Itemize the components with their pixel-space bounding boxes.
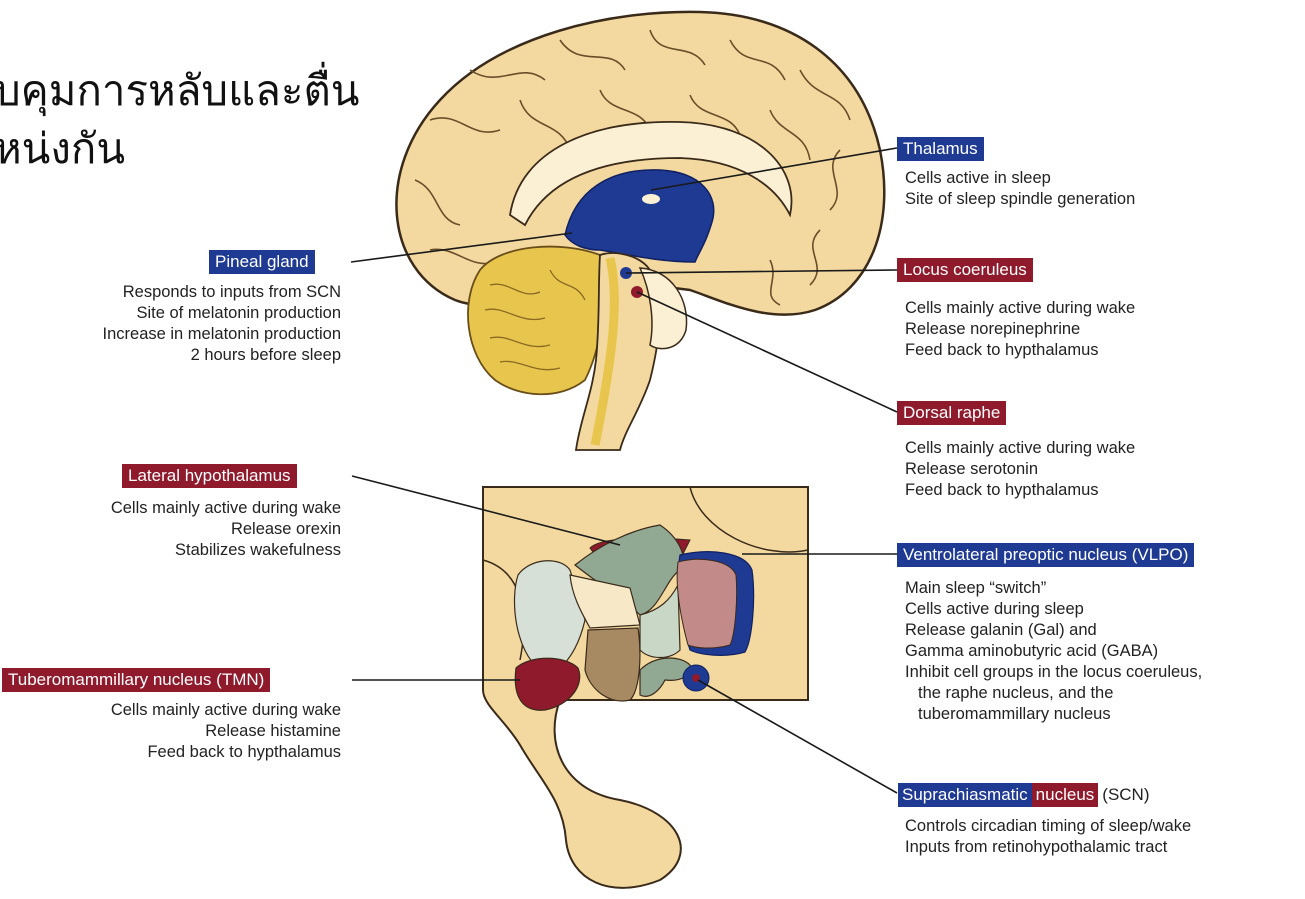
- tmn-line-1: Cells mainly active during wake: [111, 700, 341, 721]
- heading-line-2: หน่งกัน: [0, 120, 359, 178]
- locus-coeruleus-label: Locus coeruleus: [897, 258, 1033, 282]
- tmn-line-3: Feed back to hypthalamus: [111, 742, 341, 763]
- tmn-label: Tuberomammillary nucleus (TMN): [2, 668, 270, 692]
- dorsal-line-2: Release serotonin: [905, 459, 1135, 480]
- vlpo-description: Main sleep “switch” Cells active during …: [905, 578, 1202, 725]
- scn-line-1: Controls circadian timing of sleep/wake: [905, 816, 1191, 837]
- vlpo-line-5: Inhibit cell groups in the locus coerule…: [905, 662, 1202, 683]
- vlpo-label: Ventrolateral preoptic nucleus (VLPO): [897, 543, 1194, 567]
- scn-label: Suprachiasmaticnucleus(SCN): [898, 783, 1154, 807]
- thalamus-description: Cells active in sleep Site of sleep spin…: [905, 168, 1135, 210]
- locus-coeruleus-description: Cells mainly active during wake Release …: [905, 298, 1135, 361]
- vlpo-line-2: Cells active during sleep: [905, 599, 1202, 620]
- pineal-gland-label: Pineal gland: [209, 250, 315, 274]
- locus-line-1: Cells mainly active during wake: [905, 298, 1135, 319]
- dorsal-line-3: Feed back to hypthalamus: [905, 480, 1135, 501]
- lateral-hypothalamus-description: Cells mainly active during wake Release …: [111, 498, 341, 561]
- vlpo-inner: [677, 559, 737, 648]
- lateral-line-1: Cells mainly active during wake: [111, 498, 341, 519]
- cerebellum: [468, 247, 604, 395]
- tmn-description: Cells mainly active during wake Release …: [111, 700, 341, 763]
- hypothalamus-section: [483, 487, 808, 888]
- scn-line-2: Inputs from retinohypothalamic tract: [905, 837, 1191, 858]
- scn-description: Controls circadian timing of sleep/wake …: [905, 816, 1191, 858]
- scn-label-part-1: Suprachiasmatic: [898, 783, 1032, 807]
- dorsal-raphe-label: Dorsal raphe: [897, 401, 1006, 425]
- dorsal-raphe-description: Cells mainly active during wake Release …: [905, 438, 1135, 501]
- locus-line-2: Release norepinephrine: [905, 319, 1135, 340]
- dorsal-line-1: Cells mainly active during wake: [905, 438, 1135, 459]
- pineal-gland-description: Responds to inputs from SCN Site of mela…: [103, 282, 341, 366]
- tmn-line-2: Release histamine: [111, 721, 341, 742]
- thalamus-line-2: Site of sleep spindle generation: [905, 189, 1135, 210]
- vlpo-line-4: Gamma aminobutyric acid (GABA): [905, 641, 1202, 662]
- brain-sagittal: [396, 12, 884, 450]
- vlpo-line-3: Release galanin (Gal) and: [905, 620, 1202, 641]
- vlpo-line-1: Main sleep “switch”: [905, 578, 1202, 599]
- tmn-region: [515, 658, 579, 710]
- pineal-line-3: Increase in melatonin production: [103, 324, 341, 345]
- lateral-hypothalamus-label: Lateral hypothalamus: [122, 464, 297, 488]
- scn-label-part-2: nucleus: [1032, 783, 1099, 807]
- heading-line-1: บคุมการหลับและตื่น: [0, 62, 359, 120]
- pineal-line-1: Responds to inputs from SCN: [103, 282, 341, 303]
- scn-label-part-3: (SCN): [1098, 783, 1153, 807]
- vlpo-line-7: tuberomammillary nucleus: [905, 704, 1202, 725]
- lateral-line-2: Release orexin: [111, 519, 341, 540]
- locus-line-3: Feed back to hypthalamus: [905, 340, 1135, 361]
- page-heading: บคุมการหลับและตื่น หน่งกัน: [0, 62, 359, 178]
- thalamus-line-1: Cells active in sleep: [905, 168, 1135, 189]
- vlpo-line-6: the raphe nucleus, and the: [905, 683, 1202, 704]
- pineal-line-2: Site of melatonin production: [103, 303, 341, 324]
- thalamus-label: Thalamus: [897, 137, 984, 161]
- lateral-line-3: Stabilizes wakefulness: [111, 540, 341, 561]
- pineal-line-4: 2 hours before sleep: [103, 345, 341, 366]
